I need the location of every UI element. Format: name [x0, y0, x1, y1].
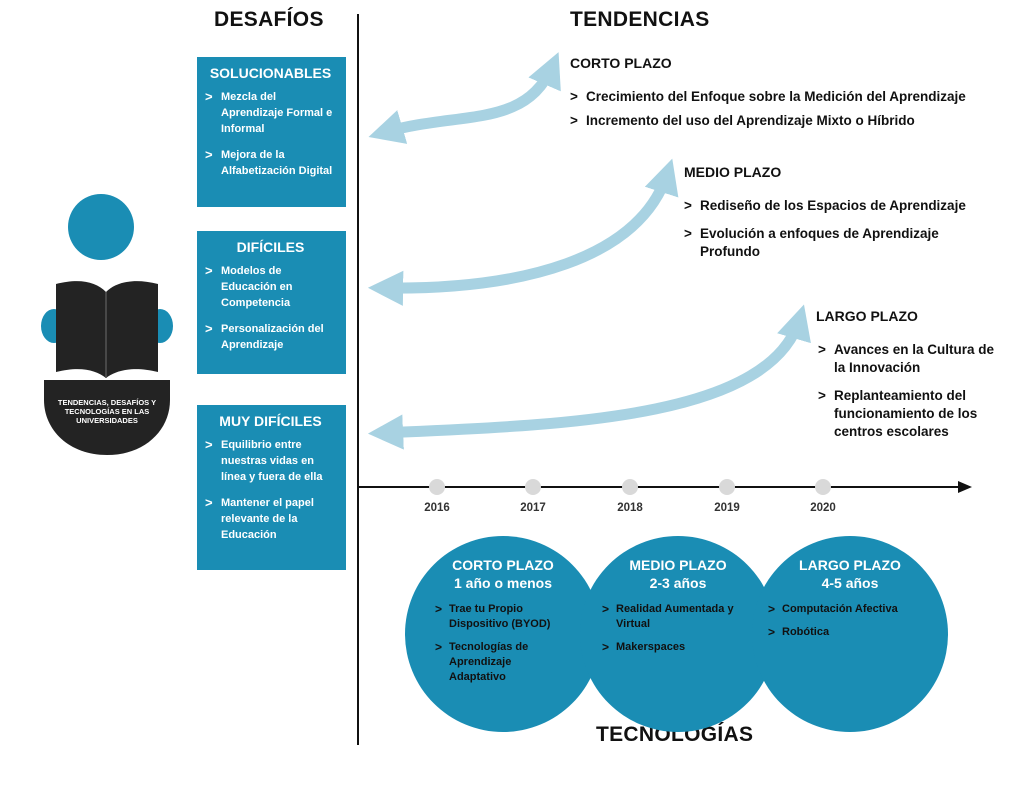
challenge-box-very-difficult: MUY DIFÍCILES > Equilibrio entre nuestra… — [197, 405, 346, 570]
tech-item: > Makerspaces — [602, 640, 686, 654]
chevron-right-icon: > — [205, 89, 213, 104]
tech-item: > Robótica — [768, 625, 830, 639]
challenge-item: > Equilibrio entre nuestras vidas en lín… — [205, 437, 323, 483]
trend-long-term-title: LARGO PLAZO — [816, 308, 918, 324]
timeline-arrowhead — [958, 481, 972, 493]
chevron-right-icon: > — [684, 226, 692, 241]
chevron-right-icon: > — [435, 602, 443, 616]
challenge-title: DIFÍCILES — [236, 239, 305, 255]
year-label: 2019 — [714, 502, 740, 514]
year-dot — [525, 479, 541, 495]
trend-item: > Rediseño de los Espacios de Aprendizaj… — [684, 198, 966, 213]
tech-circle-title: CORTO PLAZO 1 año o menos — [452, 557, 554, 591]
chevron-right-icon: > — [570, 89, 578, 104]
chevron-right-icon: > — [768, 625, 776, 639]
tech-circle-mid-term: MEDIO PLAZO 2-3 años > Realidad Aumentad… — [580, 536, 776, 732]
tech-item: > Realidad Aumentada y Virtual — [602, 602, 734, 630]
chevron-right-icon: > — [205, 147, 213, 162]
chevron-right-icon: > — [818, 342, 826, 357]
short-term-arrow — [368, 52, 561, 144]
trend-short-term-list: > Crecimiento del Enfoque sobre la Medic… — [570, 88, 1020, 130]
trend-mid-term-list: > Rediseño de los Espacios de Aprendizaj… — [684, 197, 1004, 261]
chevron-right-icon: > — [205, 437, 213, 452]
chevron-right-icon: > — [768, 602, 776, 616]
challenges-heading: DESAFÍOS — [214, 8, 324, 31]
trend-item: > Replanteamiento del funcionamiento de … — [818, 388, 978, 439]
tech-circle-short-term: CORTO PLAZO 1 año o menos > Trae tu Prop… — [405, 536, 601, 732]
year-dot — [429, 479, 445, 495]
chevron-right-icon: > — [684, 198, 692, 213]
year-label: 2017 — [520, 502, 546, 514]
challenge-item: > Mantener el papel relevante de la Educ… — [205, 495, 314, 541]
year-dot — [815, 479, 831, 495]
challenge-item: > Mezcla del Aprendizaje Formal e Inform… — [205, 89, 333, 135]
challenge-title: MUY DIFÍCILES — [219, 413, 322, 429]
tech-item: > Computación Afectiva — [768, 602, 898, 616]
chevron-right-icon: > — [570, 113, 578, 128]
reader-icon — [41, 194, 173, 455]
challenge-item: > Modelos de Educación en Competencia — [205, 263, 293, 309]
year-label: 2018 — [617, 502, 643, 514]
tech-circle-long-term: LARGO PLAZO 4-5 años > Computación Afect… — [752, 536, 948, 732]
trend-item: > Avances en la Cultura de la Innovación — [818, 342, 995, 375]
challenge-box-difficult: DIFÍCILES > Modelos de Educación en Comp… — [197, 231, 346, 374]
year-label: 2016 — [424, 502, 450, 514]
badge-text: TENDENCIAS, DESAFÍOS Y TECNOLOGÍAS EN LA… — [57, 398, 157, 425]
trend-item: > Crecimiento del Enfoque sobre la Medic… — [570, 89, 966, 104]
chevron-right-icon: > — [205, 263, 213, 278]
trend-item: > Evolución a enfoques de Aprendizaje Pr… — [684, 226, 939, 259]
year-dot — [719, 479, 735, 495]
mid-term-arrow — [367, 158, 679, 306]
chevron-right-icon: > — [435, 640, 443, 654]
challenge-item: > Mejora de la Alfabetización Digital — [205, 147, 333, 177]
tech-circle-items: > Trae tu Propio Dispositivo (BYOD) > Te… — [435, 602, 575, 693]
chevron-right-icon: > — [602, 602, 610, 616]
tech-item: > Trae tu Propio Dispositivo (BYOD) — [435, 602, 551, 630]
tech-circle-title: LARGO PLAZO 4-5 años — [799, 557, 901, 591]
tech-circle-items: > Realidad Aumentada y Virtual > Makersp… — [602, 602, 752, 663]
challenge-item: > Personalización del Aprendizaje — [205, 321, 324, 351]
tech-item: > Tecnologías de Aprendizaje Adaptativo — [435, 640, 529, 683]
year-dot — [622, 479, 638, 495]
tech-circle-title: MEDIO PLAZO 2-3 años — [629, 557, 727, 591]
challenge-title: SOLUCIONABLES — [209, 65, 332, 81]
chevron-right-icon: > — [205, 495, 213, 510]
long-term-arrow — [367, 304, 811, 450]
chevron-right-icon: > — [602, 640, 610, 654]
trend-mid-term-title: MEDIO PLAZO — [684, 164, 782, 180]
trend-long-term-list: > Avances en la Cultura de la Innovación… — [818, 341, 1018, 441]
chevron-right-icon: > — [205, 321, 213, 336]
trend-item: > Incremento del uso del Aprendizaje Mix… — [570, 113, 915, 128]
tech-circle-items: > Computación Afectiva > Robótica — [768, 602, 933, 648]
trend-short-term-title: CORTO PLAZO — [570, 55, 672, 71]
technologies-heading: TECNOLOGÍAS — [596, 723, 754, 746]
trends-heading: TENDENCIAS — [570, 8, 710, 31]
chevron-right-icon: > — [818, 388, 826, 403]
year-label: 2020 — [810, 502, 836, 514]
challenge-box-solvable: SOLUCIONABLES > Mezcla del Aprendizaje F… — [197, 57, 346, 207]
